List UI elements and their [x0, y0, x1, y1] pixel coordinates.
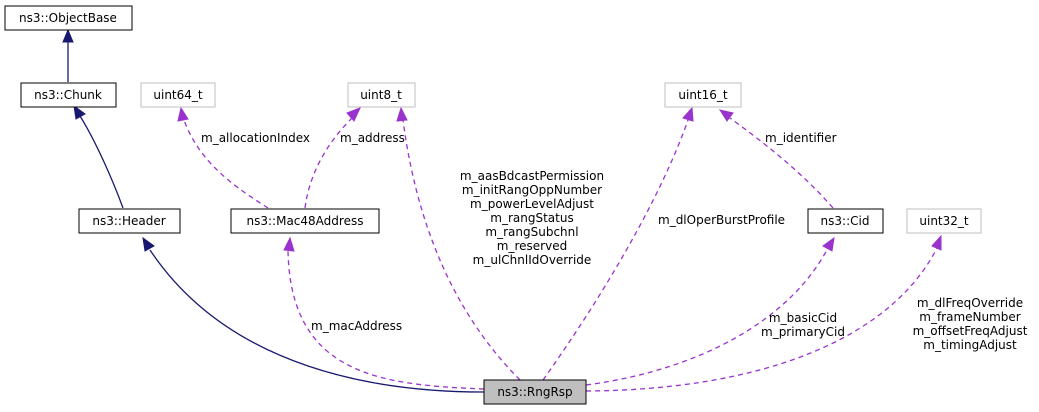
node-label: uint16_t — [678, 88, 728, 102]
edge-label-line: m_rangSubchnl — [485, 225, 578, 239]
edge-mac48-uint64 — [183, 119, 269, 209]
edge-label-line: m_basicCid — [769, 311, 837, 325]
arrow-mac48 — [283, 236, 295, 252]
edge-label-identifier: m_identifier — [765, 131, 837, 145]
node-label: ns3::Cid — [821, 214, 870, 228]
edge-label-dl-oper-burst-profile: m_dlOperBurstProfile — [658, 213, 785, 227]
arrow-uint16-a — [682, 106, 694, 122]
edge-label-line: m_timingAdjust — [923, 338, 1017, 352]
arrow-uint8-b — [396, 106, 408, 122]
edge-label-line: m_dlFreqOverride — [917, 296, 1023, 310]
edge-label-line: m_rangStatus — [490, 211, 573, 225]
edge-rngrsp-uint8 — [402, 119, 521, 381]
node-label: uint8_t — [360, 88, 402, 102]
arrow-uint16-b — [718, 109, 734, 122]
edge-label-allocation-index: m_allocationIndex — [201, 131, 310, 145]
node-uint8[interactable]: uint8_t — [347, 82, 416, 108]
node-label: ns3::ObjectBase — [19, 11, 117, 25]
edge-label-uint8-fields: m_aasBdcastPermission m_initRangOppNumbe… — [460, 169, 604, 267]
node-objectbase[interactable]: ns3::ObjectBase — [4, 5, 133, 31]
node-label: uint32_t — [919, 214, 969, 228]
edge-label-address: m_address — [340, 131, 405, 145]
node-mac48[interactable]: ns3::Mac48Address — [230, 208, 380, 234]
arrow-cid — [822, 236, 835, 252]
arrow-uint8-a — [346, 107, 361, 122]
edge-rngrsp-header — [149, 249, 485, 393]
edge-label-line: m_aasBdcastPermission — [460, 169, 604, 183]
edge-rngrsp-uint16 — [542, 119, 689, 381]
node-uint32[interactable]: uint32_t — [906, 208, 982, 234]
edge-mac48-uint8 — [304, 117, 353, 209]
edge-rngrsp-cid — [585, 247, 829, 386]
node-label: ns3::Chunk — [34, 88, 102, 102]
node-uint16[interactable]: uint16_t — [664, 82, 742, 108]
edge-label-mac-address: m_macAddress — [311, 319, 402, 333]
node-label: ns3::RngRsp — [497, 385, 572, 399]
edge-label-uint32-fields: m_dlFreqOverride m_frameNumber m_offsetF… — [913, 296, 1028, 352]
edge-label-line: m_powerLevelAdjust — [470, 197, 594, 211]
edge-label-line: m_reserved — [497, 239, 567, 253]
edge-label-cid-fields: m_basicCid m_primaryCid — [761, 311, 845, 339]
arrow-objectbase — [62, 28, 74, 43]
arrow-chunk — [73, 104, 86, 120]
node-uint64[interactable]: uint64_t — [140, 82, 216, 108]
arrow-header — [142, 236, 155, 252]
edge-cid-uint16 — [729, 117, 834, 209]
edge-label-line: m_initRangOppNumber — [462, 183, 602, 197]
node-rngrsp[interactable]: ns3::RngRsp — [483, 379, 587, 405]
edge-header-chunk — [79, 115, 124, 209]
node-header[interactable]: ns3::Header — [78, 208, 181, 234]
edge-label-line: m_primaryCid — [761, 325, 845, 339]
node-label: ns3::Header — [92, 214, 165, 228]
arrow-uint32 — [931, 234, 942, 251]
node-label: ns3::Mac48Address — [247, 214, 364, 228]
arrow-uint64 — [177, 106, 189, 122]
edge-label-line: m_offsetFreqAdjust — [913, 324, 1028, 338]
edge-rngrsp-mac48 — [287, 249, 485, 390]
node-chunk[interactable]: ns3::Chunk — [20, 82, 117, 108]
node-cid[interactable]: ns3::Cid — [807, 208, 884, 234]
edge-label-line: m_ulChnlIdOverride — [473, 253, 592, 267]
edge-label-line: m_frameNumber — [919, 310, 1021, 324]
node-label: uint64_t — [153, 88, 203, 102]
edge-rngrsp-uint32 — [585, 247, 938, 392]
